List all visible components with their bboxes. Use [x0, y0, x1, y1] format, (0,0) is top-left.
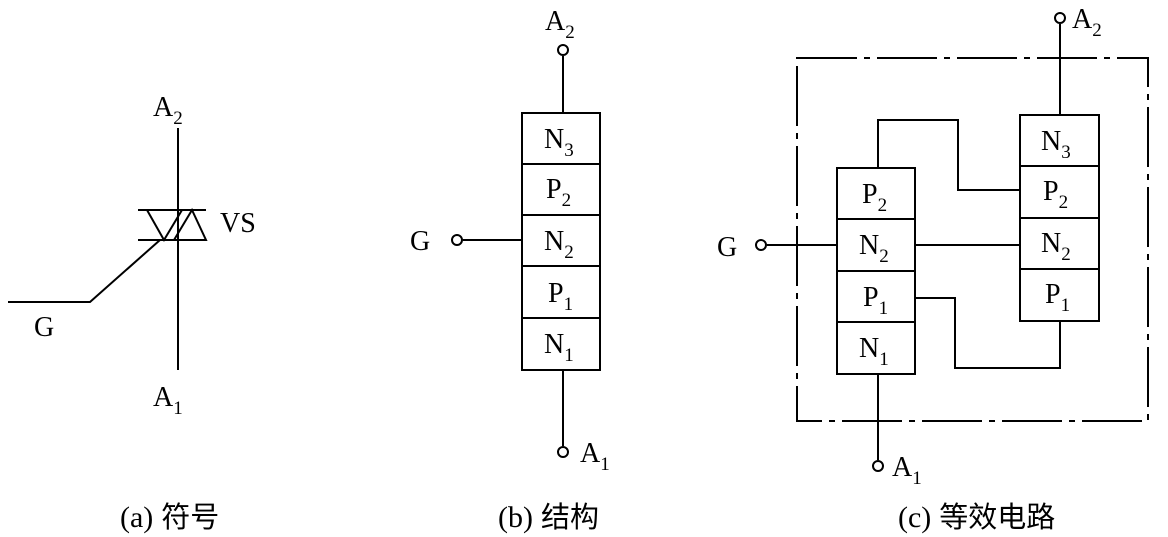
- equivalent-gate-label: G: [717, 232, 737, 263]
- gate-terminal-icon: [451, 234, 463, 246]
- a1-terminal-icon: [557, 446, 569, 458]
- layer-p1: P1: [548, 278, 573, 315]
- layer-stack: [521, 112, 601, 371]
- symbol-a2-label: A2: [153, 92, 183, 129]
- structure-a1-label: A1: [580, 438, 610, 475]
- a1-terminal-icon: [872, 460, 884, 472]
- equivalent-a2-label: A2: [1072, 4, 1102, 41]
- left-layer-n1: N1: [859, 333, 889, 370]
- wire-p1-to-p1: [915, 297, 1061, 369]
- right-layer-n3: N3: [1041, 126, 1071, 163]
- equivalent-panel: A2 N3 P2 N2 P1 P2 N2 P1 N1 G A1 (c)等效电路: [717, 4, 1149, 534]
- a2-terminal-icon: [557, 44, 569, 56]
- triac-symbol-icon: [138, 207, 208, 242]
- left-layer-p1: P1: [863, 282, 888, 319]
- equivalent-a1-label: A1: [892, 452, 922, 489]
- right-layer-p1: P1: [1045, 279, 1070, 316]
- structure-a2-label: A2: [545, 6, 575, 43]
- wire-p2-to-p2: [877, 119, 1020, 191]
- structure-gate-label: G: [410, 226, 430, 257]
- caption-b: (b)结构: [498, 500, 599, 534]
- caption-c: (c)等效电路: [898, 500, 1055, 534]
- gate-terminal-icon: [755, 239, 767, 251]
- a2-terminal-icon: [1054, 12, 1066, 24]
- symbol-gate-label: G: [34, 312, 54, 343]
- right-layer-p2: P2: [1043, 176, 1068, 213]
- right-layer-n2: N2: [1041, 228, 1071, 265]
- left-layer-p2: P2: [862, 179, 887, 216]
- caption-a: (a)符号: [120, 500, 219, 534]
- layer-n1: N1: [544, 329, 574, 366]
- enclosure-dashdot: [796, 57, 1149, 422]
- device-label: VS: [220, 208, 256, 239]
- symbol-a1-label: A1: [153, 382, 183, 419]
- layer-n3: N3: [544, 124, 574, 161]
- layer-n2: N2: [544, 226, 574, 263]
- left-layer-n2: N2: [859, 230, 889, 267]
- structure-panel: A2 N3 P2 N2 P1 N1 G A1 (b)结构: [410, 6, 610, 534]
- symbol-panel: A2 VS G A1 (a)符号: [8, 92, 256, 534]
- layer-p2: P2: [546, 174, 571, 211]
- gate-lead: [8, 239, 161, 303]
